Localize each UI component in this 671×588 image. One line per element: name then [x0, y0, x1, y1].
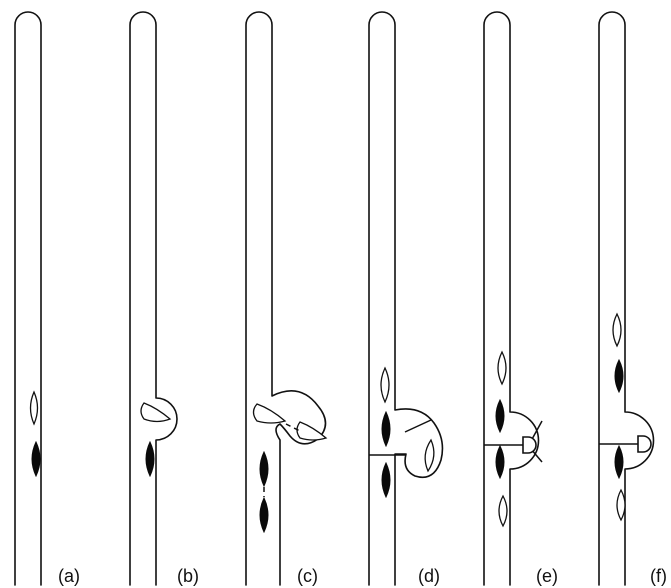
panel-d: (d)	[368, 11, 444, 586]
panel-label: (b)	[177, 566, 199, 586]
nucleus-filled	[495, 444, 505, 480]
panel-b: (b)	[129, 11, 199, 586]
panel-c: (c)	[245, 11, 328, 586]
hypha-outline	[598, 11, 655, 586]
hypha-outline	[368, 11, 444, 586]
nucleus-open	[29, 390, 39, 426]
clamp-fusion-point	[522, 436, 537, 454]
nucleus-open	[140, 402, 172, 423]
nucleus-open	[498, 494, 508, 528]
nucleus-open	[380, 366, 390, 404]
nucleus-filled	[381, 461, 391, 499]
nucleus-filled	[614, 358, 624, 394]
nucleus-open	[612, 312, 622, 348]
division-spindle	[285, 423, 301, 432]
nucleus-filled	[259, 496, 269, 534]
panel-label: (d)	[418, 566, 440, 586]
panel-e: (e)	[483, 11, 558, 586]
nucleus-open-in-clamp	[424, 438, 435, 473]
nucleus-filled	[614, 444, 624, 480]
panel-label: (a)	[58, 566, 80, 586]
clamp-fusion-point	[637, 435, 652, 453]
hypha-outline	[245, 11, 327, 586]
nucleus-filled	[495, 398, 505, 434]
nucleus-open	[252, 403, 287, 424]
panel-a: (a)	[14, 11, 80, 586]
hypha-outline	[483, 11, 540, 586]
nucleus-open	[616, 488, 626, 522]
panel-label: (e)	[536, 566, 558, 586]
hypha-outline	[14, 11, 42, 586]
nucleus-filled	[381, 410, 391, 448]
nucleus-open-migrating	[296, 421, 328, 441]
nucleus-filled	[31, 440, 41, 478]
panel-f: (f)	[598, 11, 667, 586]
clamp-septum	[404, 419, 432, 433]
panel-label: (f)	[650, 566, 667, 586]
nucleus-filled	[145, 440, 155, 478]
panel-label: (c)	[297, 566, 318, 586]
nucleus-filled	[259, 450, 269, 488]
hypha-outline	[129, 11, 178, 586]
nucleus-open	[497, 350, 507, 386]
